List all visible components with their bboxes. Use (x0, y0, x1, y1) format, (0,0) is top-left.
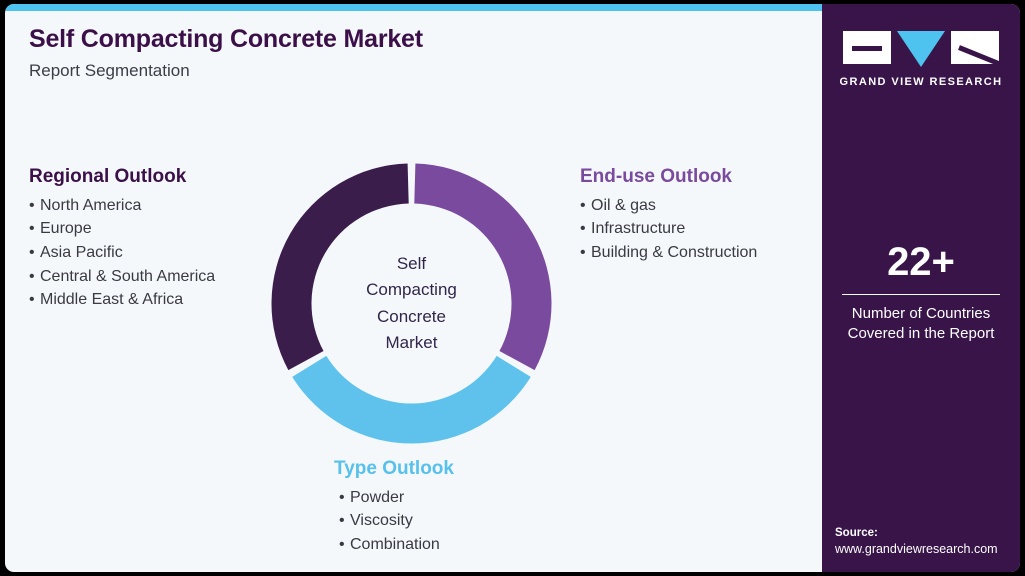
donut-chart-svg (271, 163, 552, 444)
list-item: Asia Pacific (29, 241, 215, 265)
list-item: Europe (29, 217, 215, 241)
top-accent-bar (5, 4, 823, 11)
type-outlook-title: Type Outlook (334, 458, 454, 479)
list-item: Powder (332, 486, 454, 510)
donut-segment[interactable] (414, 163, 552, 371)
donut-segment[interactable] (292, 355, 531, 444)
header: Self Compacting Concrete Market Report S… (29, 25, 749, 81)
list-item: Oil & gas (580, 194, 757, 218)
stat-value: 22+ (887, 240, 955, 284)
page-subtitle: Report Segmentation (29, 60, 190, 80)
regional-outlook-title: Regional Outlook (29, 166, 187, 187)
logo-g-icon (843, 31, 891, 64)
stat-block: 22+ Number of Countries Covered in the R… (822, 242, 1020, 345)
type-outlook-list: Powder Viscosity Combination (332, 486, 454, 557)
source-label: Source: (835, 527, 878, 540)
stat-divider (842, 294, 1000, 295)
logo-r-icon (951, 31, 999, 64)
logo-wordmark: GRAND VIEW RESEARCH (839, 76, 1003, 88)
logo-marks (843, 31, 999, 67)
list-item: Central & South America (29, 265, 215, 289)
list-item: Viscosity (332, 509, 454, 533)
stat-label-line-1: Number of Countries (851, 305, 991, 322)
source-block: Source: www.grandviewresearch.com (835, 525, 1020, 558)
donut-segment-group (271, 163, 552, 444)
side-panel: GRAND VIEW RESEARCH 22+ Number of Countr… (822, 4, 1020, 572)
list-item: Combination (332, 533, 454, 557)
regional-outlook-block: Regional Outlook North America Europe As… (29, 165, 215, 312)
list-item: Middle East & Africa (29, 288, 215, 312)
type-outlook-block: Type Outlook Powder Viscosity Combinatio… (332, 457, 454, 557)
donut-segment[interactable] (271, 163, 409, 371)
logo-v-triangle-icon (897, 31, 945, 67)
list-item: Building & Construction (580, 241, 757, 265)
enduse-outlook-block: End-use Outlook Oil & gas Infrastructure… (580, 165, 757, 265)
brand-logo: GRAND VIEW RESEARCH (822, 31, 1020, 88)
source-url[interactable]: www.grandviewresearch.com (835, 542, 998, 557)
enduse-outlook-title: End-use Outlook (580, 166, 732, 187)
list-item: Infrastructure (580, 217, 757, 241)
page-title: Self Compacting Concrete Market (29, 25, 423, 53)
donut-chart: Self Compacting Concrete Market (270, 162, 553, 445)
list-item: North America (29, 194, 215, 218)
regional-outlook-list: North America Europe Asia Pacific Centra… (29, 194, 215, 312)
enduse-outlook-list: Oil & gas Infrastructure Building & Cons… (580, 194, 757, 265)
stat-label-line-2: Covered in the Report (847, 325, 995, 343)
